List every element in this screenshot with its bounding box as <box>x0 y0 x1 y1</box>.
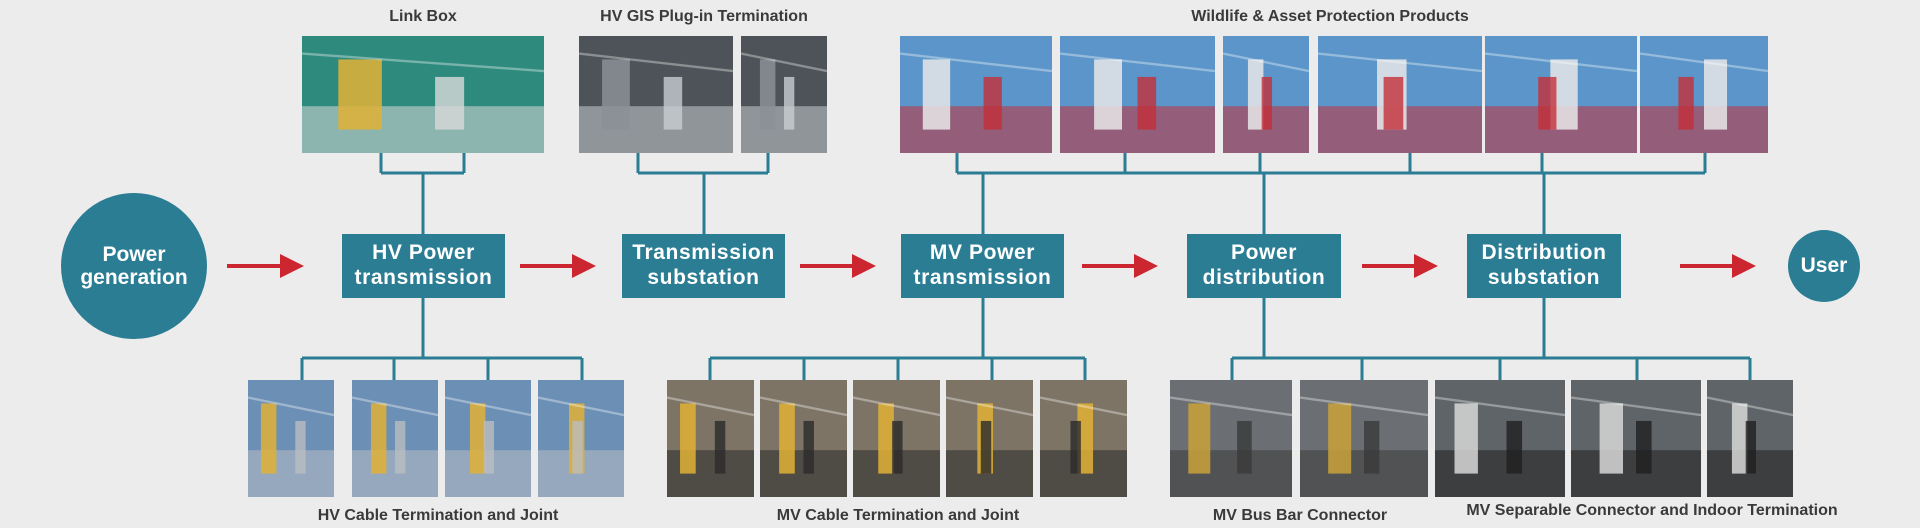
black-cable-joint-photo <box>760 380 847 497</box>
link-box-cabinet-photo <box>302 36 544 153</box>
caption-mv-busbar: MV Bus Bar Connector <box>1212 507 1388 524</box>
red-insulator-cover-photo <box>1485 36 1637 153</box>
red-cover-photo <box>1223 36 1309 153</box>
power-generation-node: Power generation <box>61 193 207 339</box>
stage-label: Distribution substation <box>1481 241 1607 289</box>
stage-label: HV Power transmission <box>354 241 493 289</box>
lineman-photo <box>1040 380 1127 497</box>
caption-mv-separable: MV Separable Connector and Indoor Termin… <box>1466 502 1838 519</box>
indoor-termination-photo <box>1707 380 1793 497</box>
gis-corridor-photo <box>741 36 827 153</box>
separable-connector-photo <box>1435 380 1565 497</box>
stage-mv-power-transmission: MV Power transmission <box>901 234 1064 298</box>
cable-cover-sky-photo <box>900 36 1052 153</box>
caption-mv-cable: MV Cable Termination and Joint <box>776 507 1020 524</box>
cable-trench-photo <box>248 380 334 497</box>
caption-wildlife: Wildlife & Asset Protection Products <box>1191 8 1469 25</box>
stage-distribution-substation: Distribution substation <box>1467 234 1621 298</box>
t-connector-photo <box>1571 380 1701 497</box>
caption-hv-cable: HV Cable Termination and Joint <box>317 507 559 524</box>
substation-insulator-photo <box>1318 36 1482 153</box>
termination-cover-photo <box>1640 36 1768 153</box>
stage-label: MV Power transmission <box>913 241 1052 289</box>
cable-joint-trench-photo <box>667 380 754 497</box>
caption-link-box: Link Box <box>389 8 457 25</box>
stage-label: Transmission substation <box>632 241 775 289</box>
gis-termination-photo <box>579 36 733 153</box>
pole-termination-photo <box>946 380 1033 497</box>
lattice-tower-photo <box>445 380 531 497</box>
busbar-connector-photo <box>1170 380 1292 497</box>
stage-transmission-substation: Transmission substation <box>622 234 785 298</box>
red-insulation-photo <box>1060 36 1215 153</box>
user-label: User <box>1800 254 1848 278</box>
busbar-panel-photo <box>1300 380 1428 497</box>
caption-hv-gis: HV GIS Plug-in Termination <box>600 8 808 25</box>
power-generation-label: Power generation <box>80 242 188 289</box>
distribution-pole-photo <box>853 380 940 497</box>
transmission-pole-photo <box>352 380 438 497</box>
stage-hv-power-transmission: HV Power transmission <box>342 234 505 298</box>
stage-power-distribution: Power distribution <box>1187 234 1341 298</box>
stage-label: Power distribution <box>1202 241 1326 289</box>
substation-yard-photo <box>538 380 624 497</box>
user-node: User <box>1788 230 1860 302</box>
